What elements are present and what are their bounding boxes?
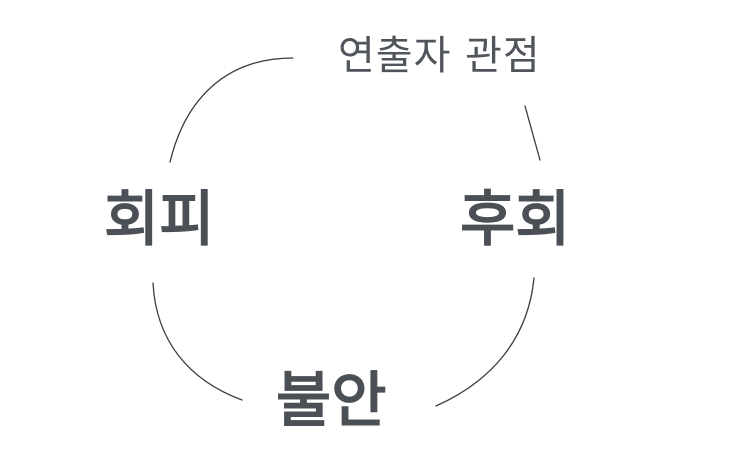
arc-right-bottom xyxy=(435,277,535,407)
arc-top-left xyxy=(169,57,294,163)
node-avoidance: 회피 xyxy=(104,185,215,255)
node-regret: 후회 xyxy=(460,185,571,255)
node-director-perspective: 연출자 관점 xyxy=(338,33,541,79)
arc-bottom-left xyxy=(152,282,243,401)
node-anxiety: 불안 xyxy=(276,366,387,436)
arc-top-right xyxy=(524,105,541,161)
